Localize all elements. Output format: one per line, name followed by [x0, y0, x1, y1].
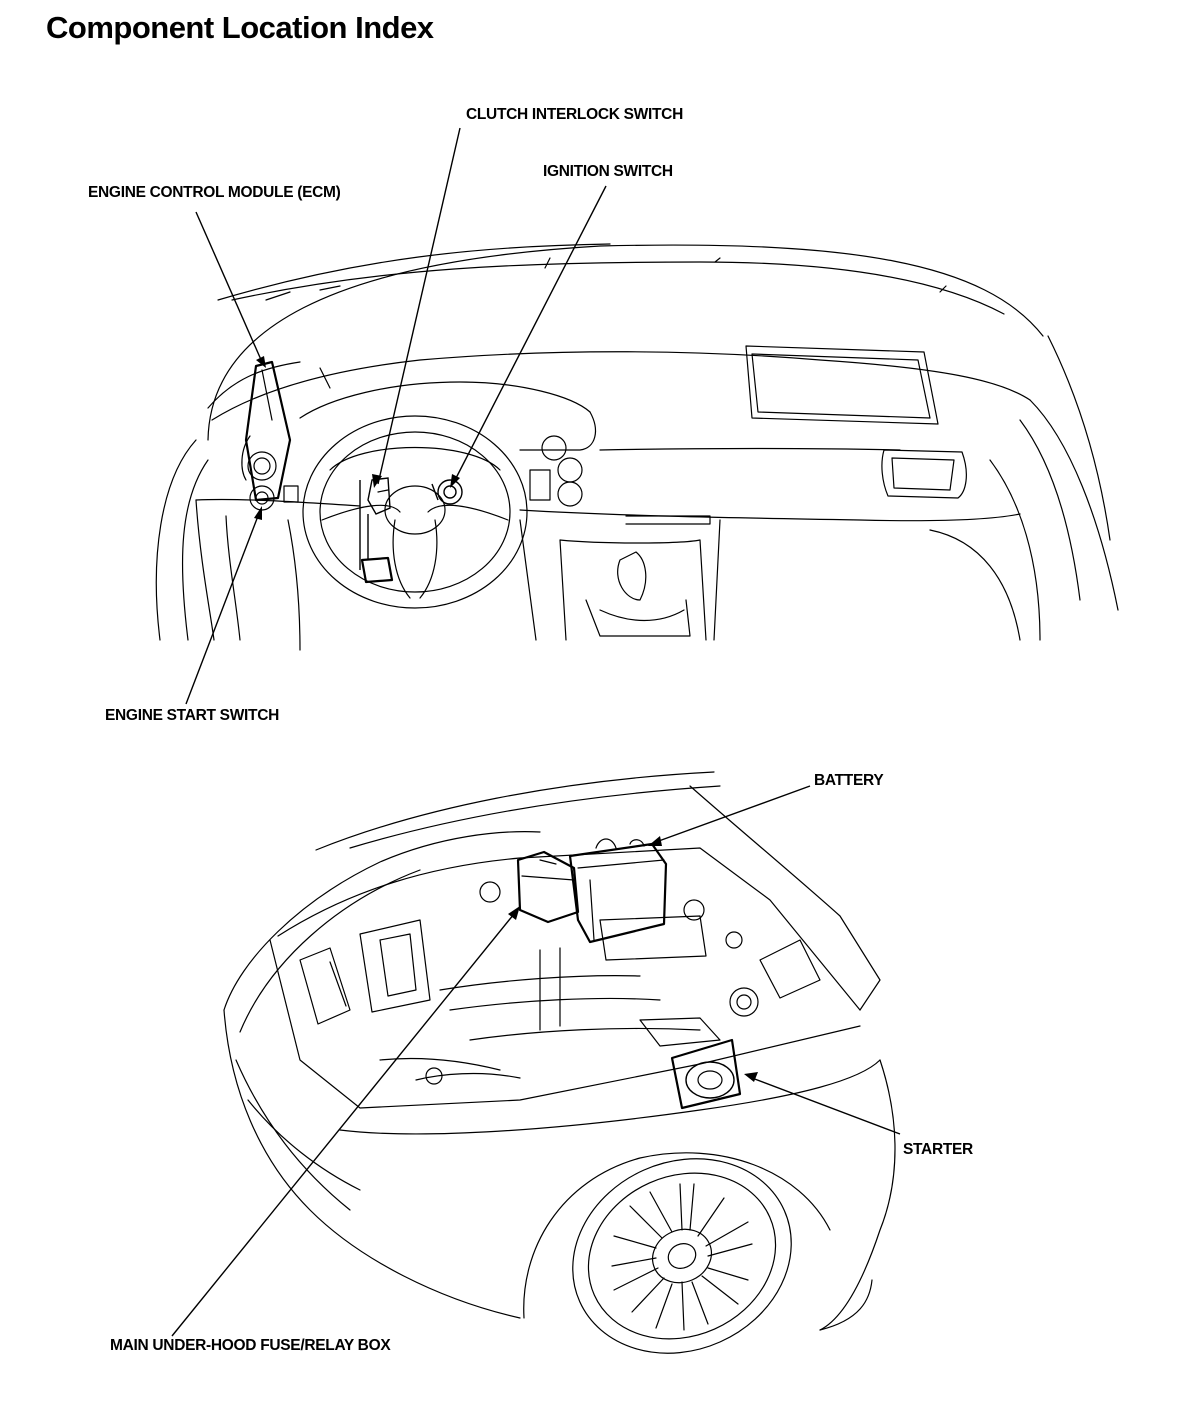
callout-engine-start-switch: ENGINE START SWITCH — [105, 707, 279, 724]
page-title: Component Location Index — [46, 10, 434, 45]
callout-ecm: ENGINE CONTROL MODULE (ECM) — [88, 184, 341, 201]
engine-bay-illustration — [223, 771, 896, 1354]
callout-fuse-relay-box: MAIN UNDER-HOOD FUSE/RELAY BOX — [110, 1337, 391, 1354]
engine-bay-leader-lines — [171, 785, 901, 1337]
callout-starter: STARTER — [903, 1141, 973, 1158]
callout-clutch-interlock-switch: CLUTCH INTERLOCK SWITCH — [466, 106, 683, 123]
dashboard-leader-lines — [185, 127, 607, 705]
dashboard-illustration — [155, 243, 1119, 651]
callout-battery: BATTERY — [814, 772, 884, 789]
callout-ignition-switch: IGNITION SWITCH — [543, 163, 673, 180]
